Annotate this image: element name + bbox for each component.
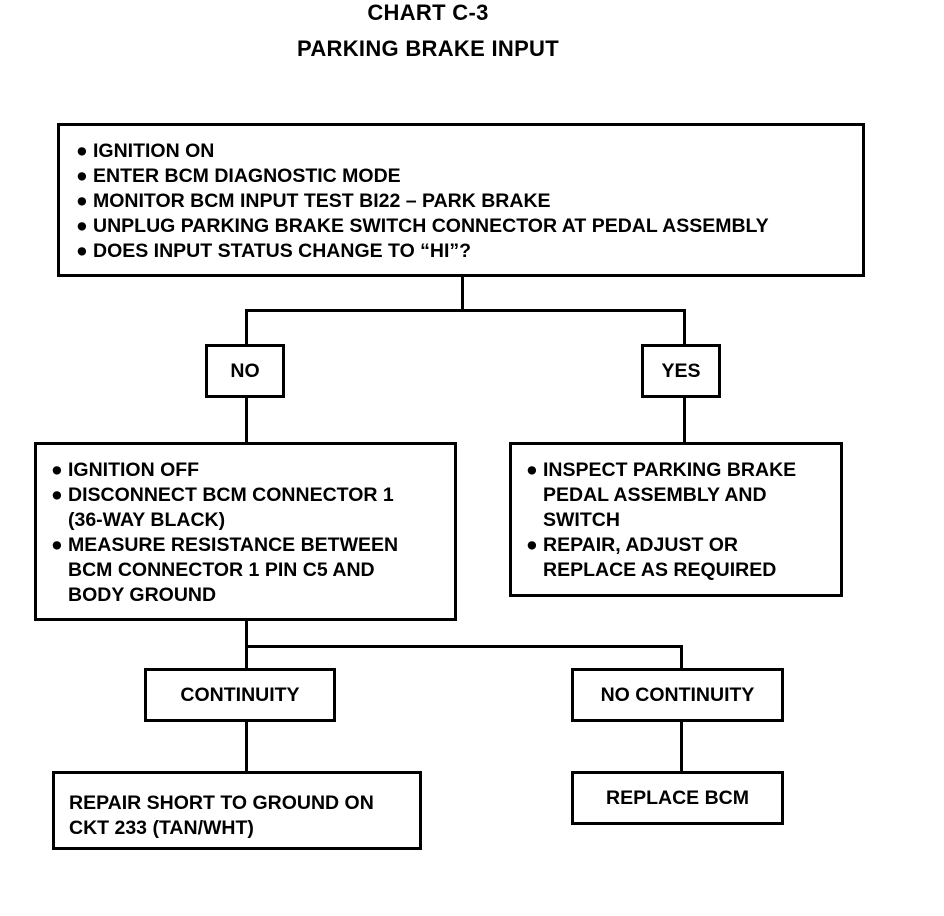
start-step-list: ●IGNITION ON ●ENTER BCM DIAGNOSTIC MODE … [76, 139, 862, 264]
connector-branch2-horizontal [245, 645, 683, 648]
no-continuity-result-box: REPLACE BCM [571, 771, 784, 825]
no-step-list: ●IGNITION OFF ●DISCONNECT BCM CONNECTOR … [51, 458, 454, 608]
bullet-icon: ● [51, 534, 63, 556]
connector-to-continuity [245, 645, 248, 669]
bullet-icon: ● [526, 459, 538, 481]
bullet-icon: ● [76, 165, 88, 187]
step-item: ●UNPLUG PARKING BRAKE SWITCH CONNECTOR A… [76, 215, 769, 237]
connector-no-down [245, 397, 248, 443]
chart-title: CHART C-3 [367, 0, 489, 25]
connector-branch1-horizontal [245, 309, 686, 312]
step-item: ●DISCONNECT BCM CONNECTOR 1(36-WAY BLACK… [51, 484, 394, 531]
bullet-icon: ● [526, 534, 538, 556]
no-label: NO [205, 344, 285, 398]
continuity-result-box: REPAIR SHORT TO GROUND ON CKT 233 (TAN/W… [52, 771, 422, 850]
step-item: ●MONITOR BCM INPUT TEST BI22 – PARK BRAK… [76, 190, 551, 212]
bullet-icon: ● [51, 459, 63, 481]
connector-nobox-down [245, 620, 248, 648]
step-item: ●ENTER BCM DIAGNOSTIC MODE [76, 165, 401, 187]
step-item: ●DOES INPUT STATUS CHANGE TO “HI”? [76, 240, 472, 262]
step-item: ●IGNITION OFF [51, 459, 200, 481]
connector-continuity-down [245, 720, 248, 772]
no-step-box: ●IGNITION OFF ●DISCONNECT BCM CONNECTOR … [34, 442, 457, 621]
bullet-icon: ● [51, 484, 63, 506]
connector-to-no-continuity [680, 645, 683, 669]
result-line: REPAIR SHORT TO GROUND ON [69, 792, 374, 814]
start-step-box: ●IGNITION ON ●ENTER BCM DIAGNOSTIC MODE … [57, 123, 865, 277]
connector-yes-down [683, 397, 686, 443]
connector-start-down [461, 276, 464, 312]
result-line: CKT 233 (TAN/WHT) [69, 817, 254, 839]
bullet-icon: ● [76, 190, 88, 212]
chart-subtitle: PARKING BRAKE INPUT [297, 36, 559, 61]
bullet-icon: ● [76, 140, 88, 162]
connector-to-yes [683, 309, 686, 345]
bullet-icon: ● [76, 215, 88, 237]
bullet-icon: ● [76, 240, 88, 262]
yes-label: YES [641, 344, 721, 398]
step-item: ●IGNITION ON [76, 140, 215, 162]
connector-no-continuity-down [680, 720, 683, 772]
connector-to-no [245, 309, 248, 345]
no-continuity-label: NO CONTINUITY [571, 668, 784, 722]
continuity-label: CONTINUITY [144, 668, 336, 722]
